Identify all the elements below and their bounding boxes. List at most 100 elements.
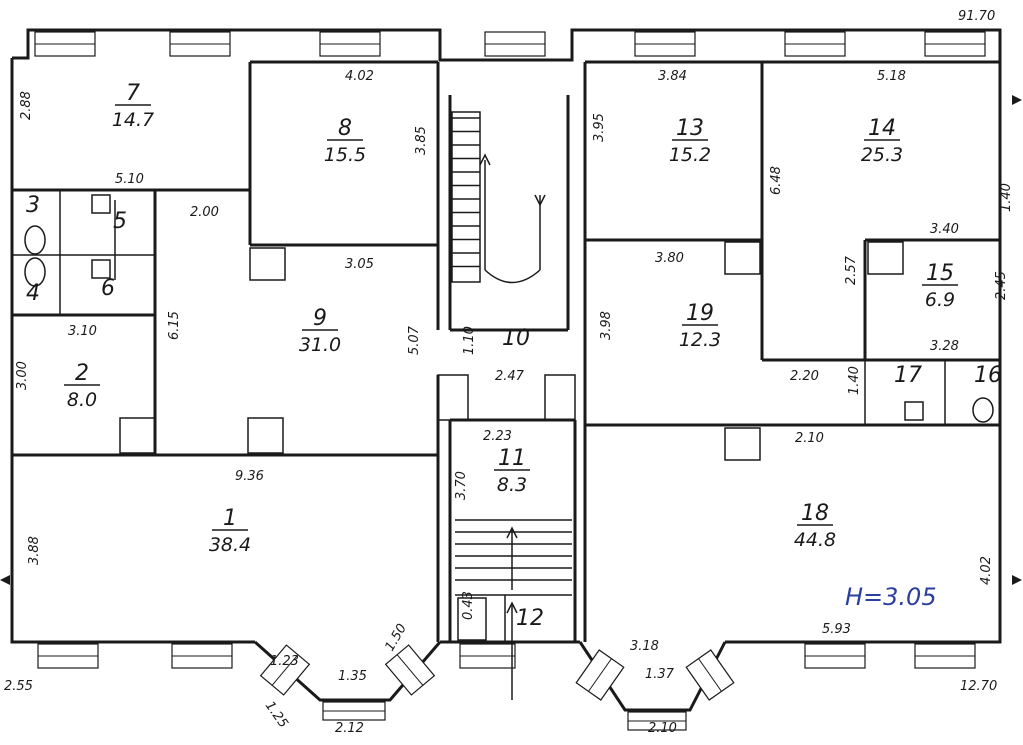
room-12: 12 (516, 606, 544, 631)
room-number: 19 (686, 301, 714, 326)
room-area: 8.0 (67, 389, 97, 411)
room-number: 10 (502, 326, 530, 351)
room-4: 4 (26, 281, 40, 306)
dimension-label: 2.10 (648, 721, 677, 736)
dimension-label: 3.28 (930, 339, 959, 354)
window (37, 643, 99, 669)
window (322, 701, 386, 721)
window (259, 644, 311, 696)
room-13: 13 15.2 (669, 116, 711, 166)
room-8: 815.5 (324, 116, 366, 166)
room-area: 8.3 (497, 474, 527, 496)
window (634, 31, 696, 57)
room-16: 16 (974, 363, 1002, 388)
dimension-label: 3.80 (655, 251, 684, 266)
room-number: 16 (974, 363, 1002, 388)
dimension-label: 5.93 (822, 622, 851, 637)
room-area: 14.7 (112, 109, 154, 131)
dimension-label: 2.88 (19, 91, 34, 120)
stairs-lower (455, 519, 572, 700)
room-area: 12.3 (679, 329, 721, 351)
corner-label-bottom-right: 12.70 (960, 679, 997, 694)
dimension-label: 3.18 (630, 639, 659, 654)
window (34, 31, 96, 57)
window (914, 643, 976, 669)
dimension-label: 5.10 (115, 172, 144, 187)
room-9: 931.0 (299, 306, 341, 356)
room-6: 6 (101, 276, 115, 301)
window (484, 31, 546, 57)
room-area: 44.8 (794, 529, 836, 551)
dimension-label: 1.40 (999, 183, 1014, 212)
room-area: 6.9 (925, 289, 955, 311)
dimension-label: 1.25 (262, 699, 291, 731)
window (169, 31, 231, 57)
room-1: 138.4 (209, 506, 251, 556)
room-19: 19 12.3 (679, 301, 721, 351)
room-area: 25.3 (861, 144, 903, 166)
room-number: 6 (101, 276, 115, 301)
dimension-label: 3.70 (454, 471, 469, 500)
dimension-label: 3.40 (930, 222, 959, 237)
window (459, 643, 516, 669)
stairs-upper (451, 111, 546, 284)
room-number: 14 (868, 116, 896, 141)
room-14: 14 25.3 (861, 116, 903, 166)
dimension-label: 2.20 (790, 369, 819, 384)
inner-walls (12, 60, 1000, 642)
arrow-icon (0, 575, 10, 585)
arrow-icon (1012, 575, 1022, 585)
room-17: 17 (894, 363, 922, 388)
room-11: 118.3 (494, 446, 530, 496)
room-number: 5 (113, 209, 127, 234)
window (924, 31, 986, 57)
dimension-label: 2.12 (335, 721, 364, 736)
dimension-label: 9.36 (235, 469, 264, 484)
window (575, 649, 625, 701)
corner-label-top-right: 91.70 (958, 9, 995, 24)
window (685, 649, 735, 701)
dimension-label: 1.10 (462, 326, 477, 355)
window (171, 643, 233, 669)
room-number: 1 (223, 506, 237, 531)
dimension-label: 4.02 (979, 556, 994, 585)
ceiling-height-label: H=3.05 (845, 583, 937, 611)
sink-icon (91, 259, 111, 279)
toilet-icon (972, 397, 994, 423)
room-number: 8 (338, 116, 352, 141)
dimension-label: 3.84 (658, 69, 687, 84)
dimension-label: 6.48 (769, 166, 784, 195)
room-2: 28.0 (64, 361, 100, 411)
arrow-icon (1012, 95, 1022, 105)
dimension-label: 5.18 (877, 69, 906, 84)
stair-treads (455, 519, 572, 581)
sink-icon (904, 401, 924, 421)
room-number: 4 (26, 281, 40, 306)
dimension-label: 3.00 (15, 361, 30, 390)
dimension-label: 2.57 (844, 255, 859, 285)
dimension-label: 3.88 (27, 536, 42, 565)
room-number: 2 (75, 361, 89, 386)
dimension-label: 3.85 (414, 126, 429, 155)
dimension-label: 1.35 (338, 669, 367, 684)
dimension-label: 3.05 (345, 257, 374, 272)
dimension-label: 1.40 (847, 366, 862, 395)
room-number: 15 (926, 261, 954, 286)
dimension-label: 2.00 (190, 205, 219, 220)
dimension-label: 4.02 (345, 69, 374, 84)
dimension-label: 1.23 (270, 654, 299, 669)
dimension-label: 3.10 (68, 324, 97, 339)
window (627, 711, 687, 731)
window (384, 644, 436, 696)
room-number: 13 (676, 116, 704, 141)
stair-treads (452, 117, 480, 268)
dimension-label: 6.15 (167, 311, 182, 340)
dimension-label: 2.10 (795, 431, 824, 446)
dimension-label: 3.95 (592, 113, 607, 142)
dimension-label: 2.47 (495, 369, 525, 384)
room-area: 15.2 (669, 144, 711, 166)
dimension-label: 2.23 (483, 429, 512, 444)
room-15: 156.9 (922, 261, 958, 311)
